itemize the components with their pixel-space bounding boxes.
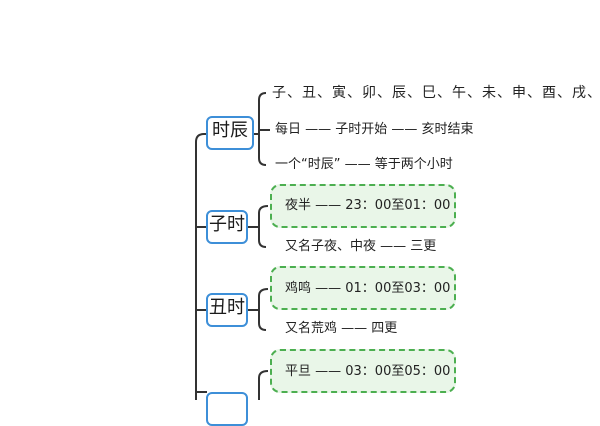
- node-next: [206, 392, 248, 426]
- node-zishi: 子时: [206, 210, 248, 244]
- highlight-box-zishi: [270, 184, 456, 228]
- leaf-zishi-time: 夜半 —— 23：00至01：00: [285, 198, 451, 213]
- connector-lines: [195, 92, 270, 400]
- leaf-choushi-alias: 又名荒鸡 —— 四更: [285, 321, 398, 336]
- node-choushi-label: 丑时: [209, 297, 245, 318]
- node-shichen-label: 时辰: [212, 120, 248, 141]
- node-zishi-label: 子时: [209, 214, 245, 235]
- node-choushi: 丑时: [206, 293, 248, 327]
- leaf-zishi-alias: 又名子夜、中夜 —— 三更: [285, 239, 437, 254]
- bracket-choushi: [246, 288, 269, 331]
- leaf-choushi-time: 鸡鸣 —— 01：00至03：00: [285, 281, 451, 296]
- leaf-next-time: 平旦 —— 03：00至05：00: [285, 364, 451, 379]
- main-spine: [195, 133, 207, 400]
- leaf-shichen-list: 子、丑、寅、卯、辰、巳、午、未、申、酉、戌、亥: [272, 85, 600, 101]
- bracket-zishi: [246, 205, 269, 248]
- bracket-next: [258, 370, 269, 400]
- node-shichen: 时辰: [206, 116, 254, 150]
- bracket-shichen: [253, 92, 270, 166]
- leaf-shichen-daily: 每日 —— 子时开始 —— 亥时结束: [275, 122, 474, 137]
- leaf-shichen-equal: 一个“时辰” —— 等于两个小时: [275, 157, 453, 172]
- highlight-box-next: [270, 349, 456, 393]
- highlight-box-choushi: [270, 266, 456, 310]
